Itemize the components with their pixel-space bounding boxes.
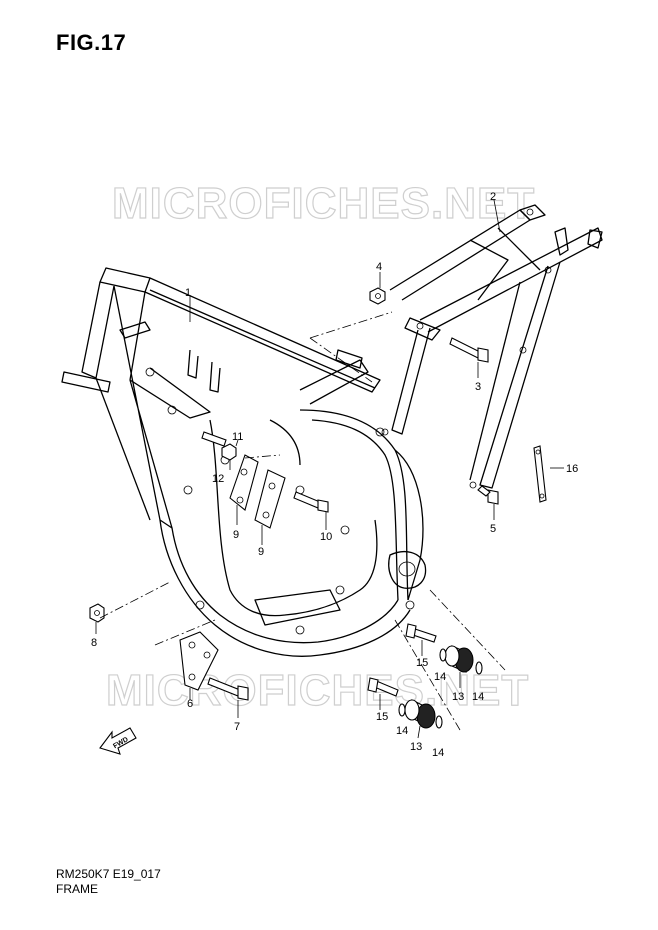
diagram-code: RM250K7 E19_017: [56, 867, 161, 881]
callout-1: 1: [185, 287, 191, 299]
callout-13-lower: 13: [410, 741, 422, 753]
callout-14-c: 14: [396, 725, 408, 737]
part-15-bolts: [367, 623, 437, 697]
callouts: 1 2 4 3 5 16 8 6 7 9 9 10 11 12 15 15 14…: [91, 191, 578, 759]
part-7-bolt: [207, 677, 249, 701]
reference-lines: [99, 311, 506, 731]
callout-7: 7: [234, 721, 240, 733]
callout-8: 8: [91, 637, 97, 649]
callout-5: 5: [490, 523, 496, 535]
part-11-12-fasteners: [201, 431, 237, 461]
part-8-nut: [89, 603, 105, 623]
callout-11: 11: [232, 431, 243, 443]
part-3-bolt: [449, 337, 489, 363]
callout-9-left: 9: [233, 529, 239, 541]
callout-9-right: 9: [258, 546, 264, 558]
callout-15-upper: 15: [416, 657, 428, 669]
rear-subframe: [381, 204, 603, 489]
figure-title: FIG.17: [56, 30, 127, 55]
callout-10: 10: [320, 531, 332, 543]
callout-6: 6: [187, 698, 193, 710]
part-16-clip: [533, 445, 547, 503]
section-name: FRAME: [56, 882, 98, 896]
part-10-bolt: [293, 491, 329, 513]
callout-14-b: 14: [472, 691, 484, 703]
callout-14-a: 14: [434, 671, 446, 683]
callout-14-d: 14: [432, 747, 444, 759]
callout-12: 12: [212, 473, 224, 485]
callout-3: 3: [475, 381, 481, 393]
callout-13-upper: 13: [452, 691, 464, 703]
callout-16: 16: [566, 463, 578, 475]
leader-lines: [95, 199, 564, 739]
part-14-washers: [398, 648, 483, 729]
fwd-arrow-icon: FWD: [99, 727, 137, 755]
part-4-nut: [369, 287, 386, 305]
callout-15-lower: 15: [376, 711, 388, 723]
main-frame: [61, 267, 427, 657]
watermark-bottom: MICROFICHES.NET: [106, 666, 529, 715]
part-9-plates: [229, 454, 286, 529]
part-6-engine-mount-plate: [179, 631, 219, 691]
callout-4: 4: [376, 261, 382, 273]
part-5-bolt: [477, 485, 499, 505]
part-13-bushings: [404, 645, 474, 729]
callout-2: 2: [490, 191, 496, 203]
watermark-top: MICROFICHES.NET: [112, 179, 535, 228]
